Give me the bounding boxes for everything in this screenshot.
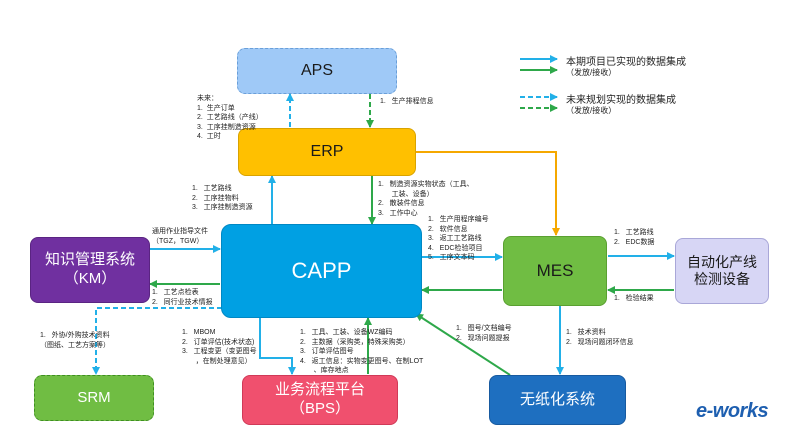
node-paperless-label: 无纸化系统 bbox=[519, 390, 595, 408]
note-paperless-to-capp: 1. 图号/文档编号 2. 现场问题提报 bbox=[456, 325, 512, 342]
note-capp-to-bps: 1. MBOM 2. 订单评估(技术状态) 3. 工程变更（变更图号 ，在制处理… bbox=[182, 329, 257, 365]
node-capp: CAPP bbox=[221, 224, 422, 318]
node-erp-label: ERP bbox=[310, 143, 344, 160]
note-capp-to-mes: 1. 生产用程序编号 2. 软件信息 3. 返工工艺路线 4. EDC检验项目 … bbox=[428, 216, 489, 261]
note-km-to-capp: 通用作业指导文件 （TGZ，TGW） bbox=[152, 228, 208, 245]
node-mes: MES bbox=[503, 236, 607, 306]
node-automation: 自动化产线 检测设备 bbox=[675, 238, 769, 304]
note-auto-to-mes: 1. 检验结果 bbox=[614, 295, 654, 302]
arrow-capp-to-bps bbox=[259, 318, 296, 375]
arrow-paperless-to-capp bbox=[415, 313, 511, 376]
node-paperless: 无纸化系统 bbox=[489, 375, 626, 425]
note-capp-srm: 1. 外协/外购技术资料 （图纸、工艺方案等） bbox=[40, 332, 110, 349]
node-automation-label-line1: 自动化产线 bbox=[687, 253, 757, 270]
arrow-capp-to-srm bbox=[92, 307, 222, 375]
note-mes-to-auto: 1. 工艺路线 2. EDC数据 bbox=[614, 229, 655, 246]
node-bps: 业务流程平台 （BPS） bbox=[242, 375, 398, 425]
node-aps-label: APS bbox=[300, 62, 333, 79]
node-km: 知识管理系统 （KM） bbox=[30, 237, 150, 303]
note-erp-to-capp: 1. 制造资源实物状态（工具、 工装、设备） 2. 散装件信息 3. 工作中心 bbox=[378, 181, 474, 217]
node-km-label-line1: 知识管理系统 bbox=[44, 251, 135, 269]
node-capp-label: CAPP bbox=[291, 258, 352, 284]
node-automation-label-line2: 检测设备 bbox=[694, 271, 750, 287]
node-km-label-line2: （KM） bbox=[63, 270, 117, 287]
legend-future-title: 未来规划实现的数据集成 bbox=[566, 95, 676, 106]
node-srm-label: SRM bbox=[77, 388, 111, 406]
node-bps-label-line1: 业务流程平台 bbox=[274, 381, 365, 399]
note-capp-to-erp: 1. 工艺路线 2. 工序挂物料 3. 工序挂制造资源 bbox=[192, 185, 253, 211]
node-erp: ERP bbox=[238, 128, 416, 176]
node-aps: APS bbox=[237, 48, 397, 94]
note-mes-to-paperless: 1. 技术资料 2. 现场问题闭环信息 bbox=[566, 329, 634, 346]
note-bps-to-capp: 1. 工具、工装、设备WZ编码 2. 主数据（采购类，特殊采购类） 3. 订单评… bbox=[300, 329, 424, 374]
legend-current-sub: （发放/接收） bbox=[566, 68, 617, 77]
eworks-watermark: e-works bbox=[696, 400, 769, 422]
legend-current-title: 本期项目已实现的数据集成 bbox=[566, 57, 686, 68]
node-bps-label-line2: （BPS） bbox=[289, 400, 350, 417]
note-capp-to-km: 1. 工艺点检表 2. 同行业技术情报 bbox=[152, 289, 213, 306]
node-mes-label: MES bbox=[536, 261, 574, 281]
note-future-erp-aps: 未来： 1. 生产订单 2. 工艺路线（产线） 3. 工序挂制造资源 4. 工时 bbox=[197, 95, 263, 140]
node-srm: SRM bbox=[34, 375, 154, 421]
arrow-erp-to-mes bbox=[416, 151, 560, 236]
note-aps-to-erp: 1. 生产排程信息 bbox=[380, 98, 434, 105]
legend-future-sub: （发放/接收） bbox=[566, 106, 617, 115]
